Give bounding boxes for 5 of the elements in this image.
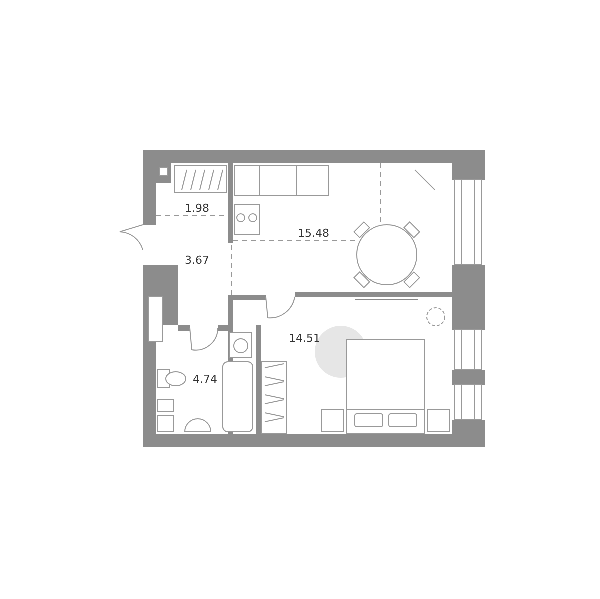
room-area-label: 1.98 — [185, 202, 210, 215]
room-area-label: 15.48 — [298, 227, 330, 240]
room-area-label: 3.67 — [185, 254, 210, 267]
room-area-label: 4.74 — [193, 373, 218, 386]
room-area-label: 14.51 — [289, 332, 320, 345]
